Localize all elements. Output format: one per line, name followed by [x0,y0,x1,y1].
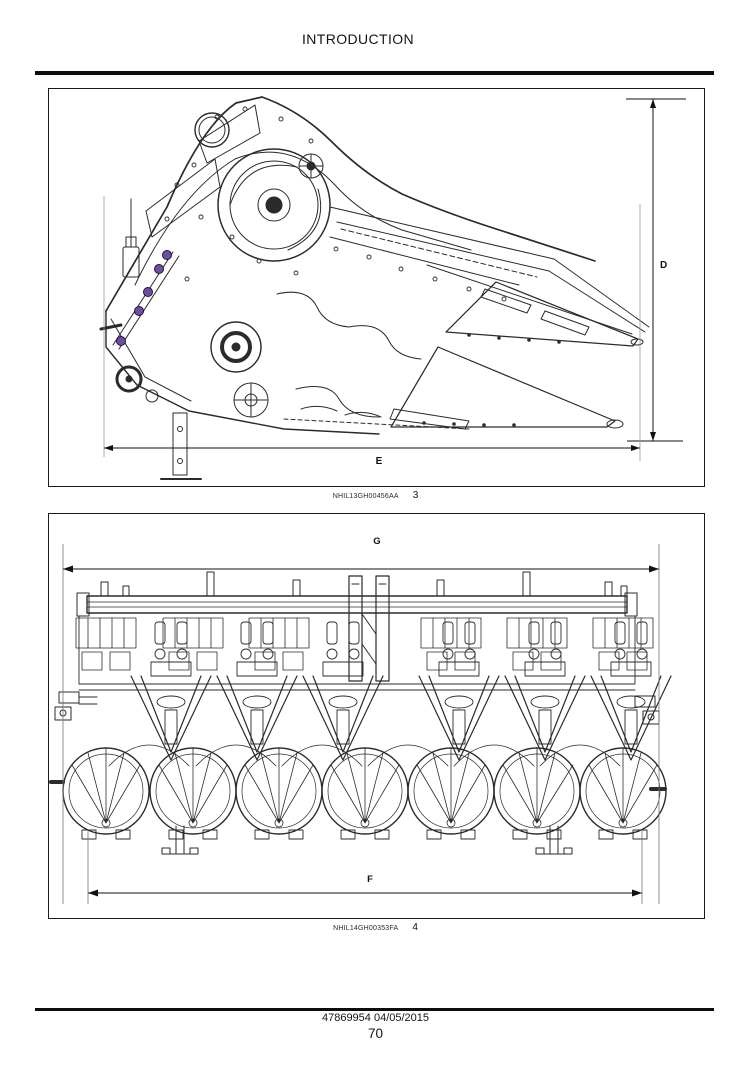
dimension-label-f: F [367,874,373,885]
figure-4-caption: NHIL14GH00353FA 4 [48,922,703,933]
dimension-label-e: E [376,456,383,467]
page-title: INTRODUCTION [301,31,415,47]
machine-side-view [99,96,650,480]
figure-3-number: 3 [412,490,419,501]
figure-4-image-code: NHIL14GH00353FA [333,925,399,932]
machine-front-view [49,571,672,855]
dimension-g [62,544,660,904]
dimension-label-d: D [660,260,667,271]
dimension-f [87,831,643,904]
dimension-d [626,98,686,461]
figure-4-number: 4 [412,922,418,933]
footer-rule [35,1008,714,1011]
figure-3-caption: NHIL13GH00456AA 3 [48,490,703,501]
dimension-label-g: G [373,536,380,547]
dimension-e [103,196,640,457]
footer-page-number: 70 [367,1026,384,1041]
figure-3-drawing: D E [99,96,686,480]
adjustment-knobs [116,250,172,346]
figure-3-image-code: NHIL13GH00456AA [332,493,399,500]
figure-4-frame: G F [48,513,705,919]
figure-4-drawing: G F [49,536,672,904]
footer-revision: 47869954 04/05/2015 [321,1012,430,1024]
header-rule [35,71,714,75]
figure-3-frame: D E [48,88,705,487]
